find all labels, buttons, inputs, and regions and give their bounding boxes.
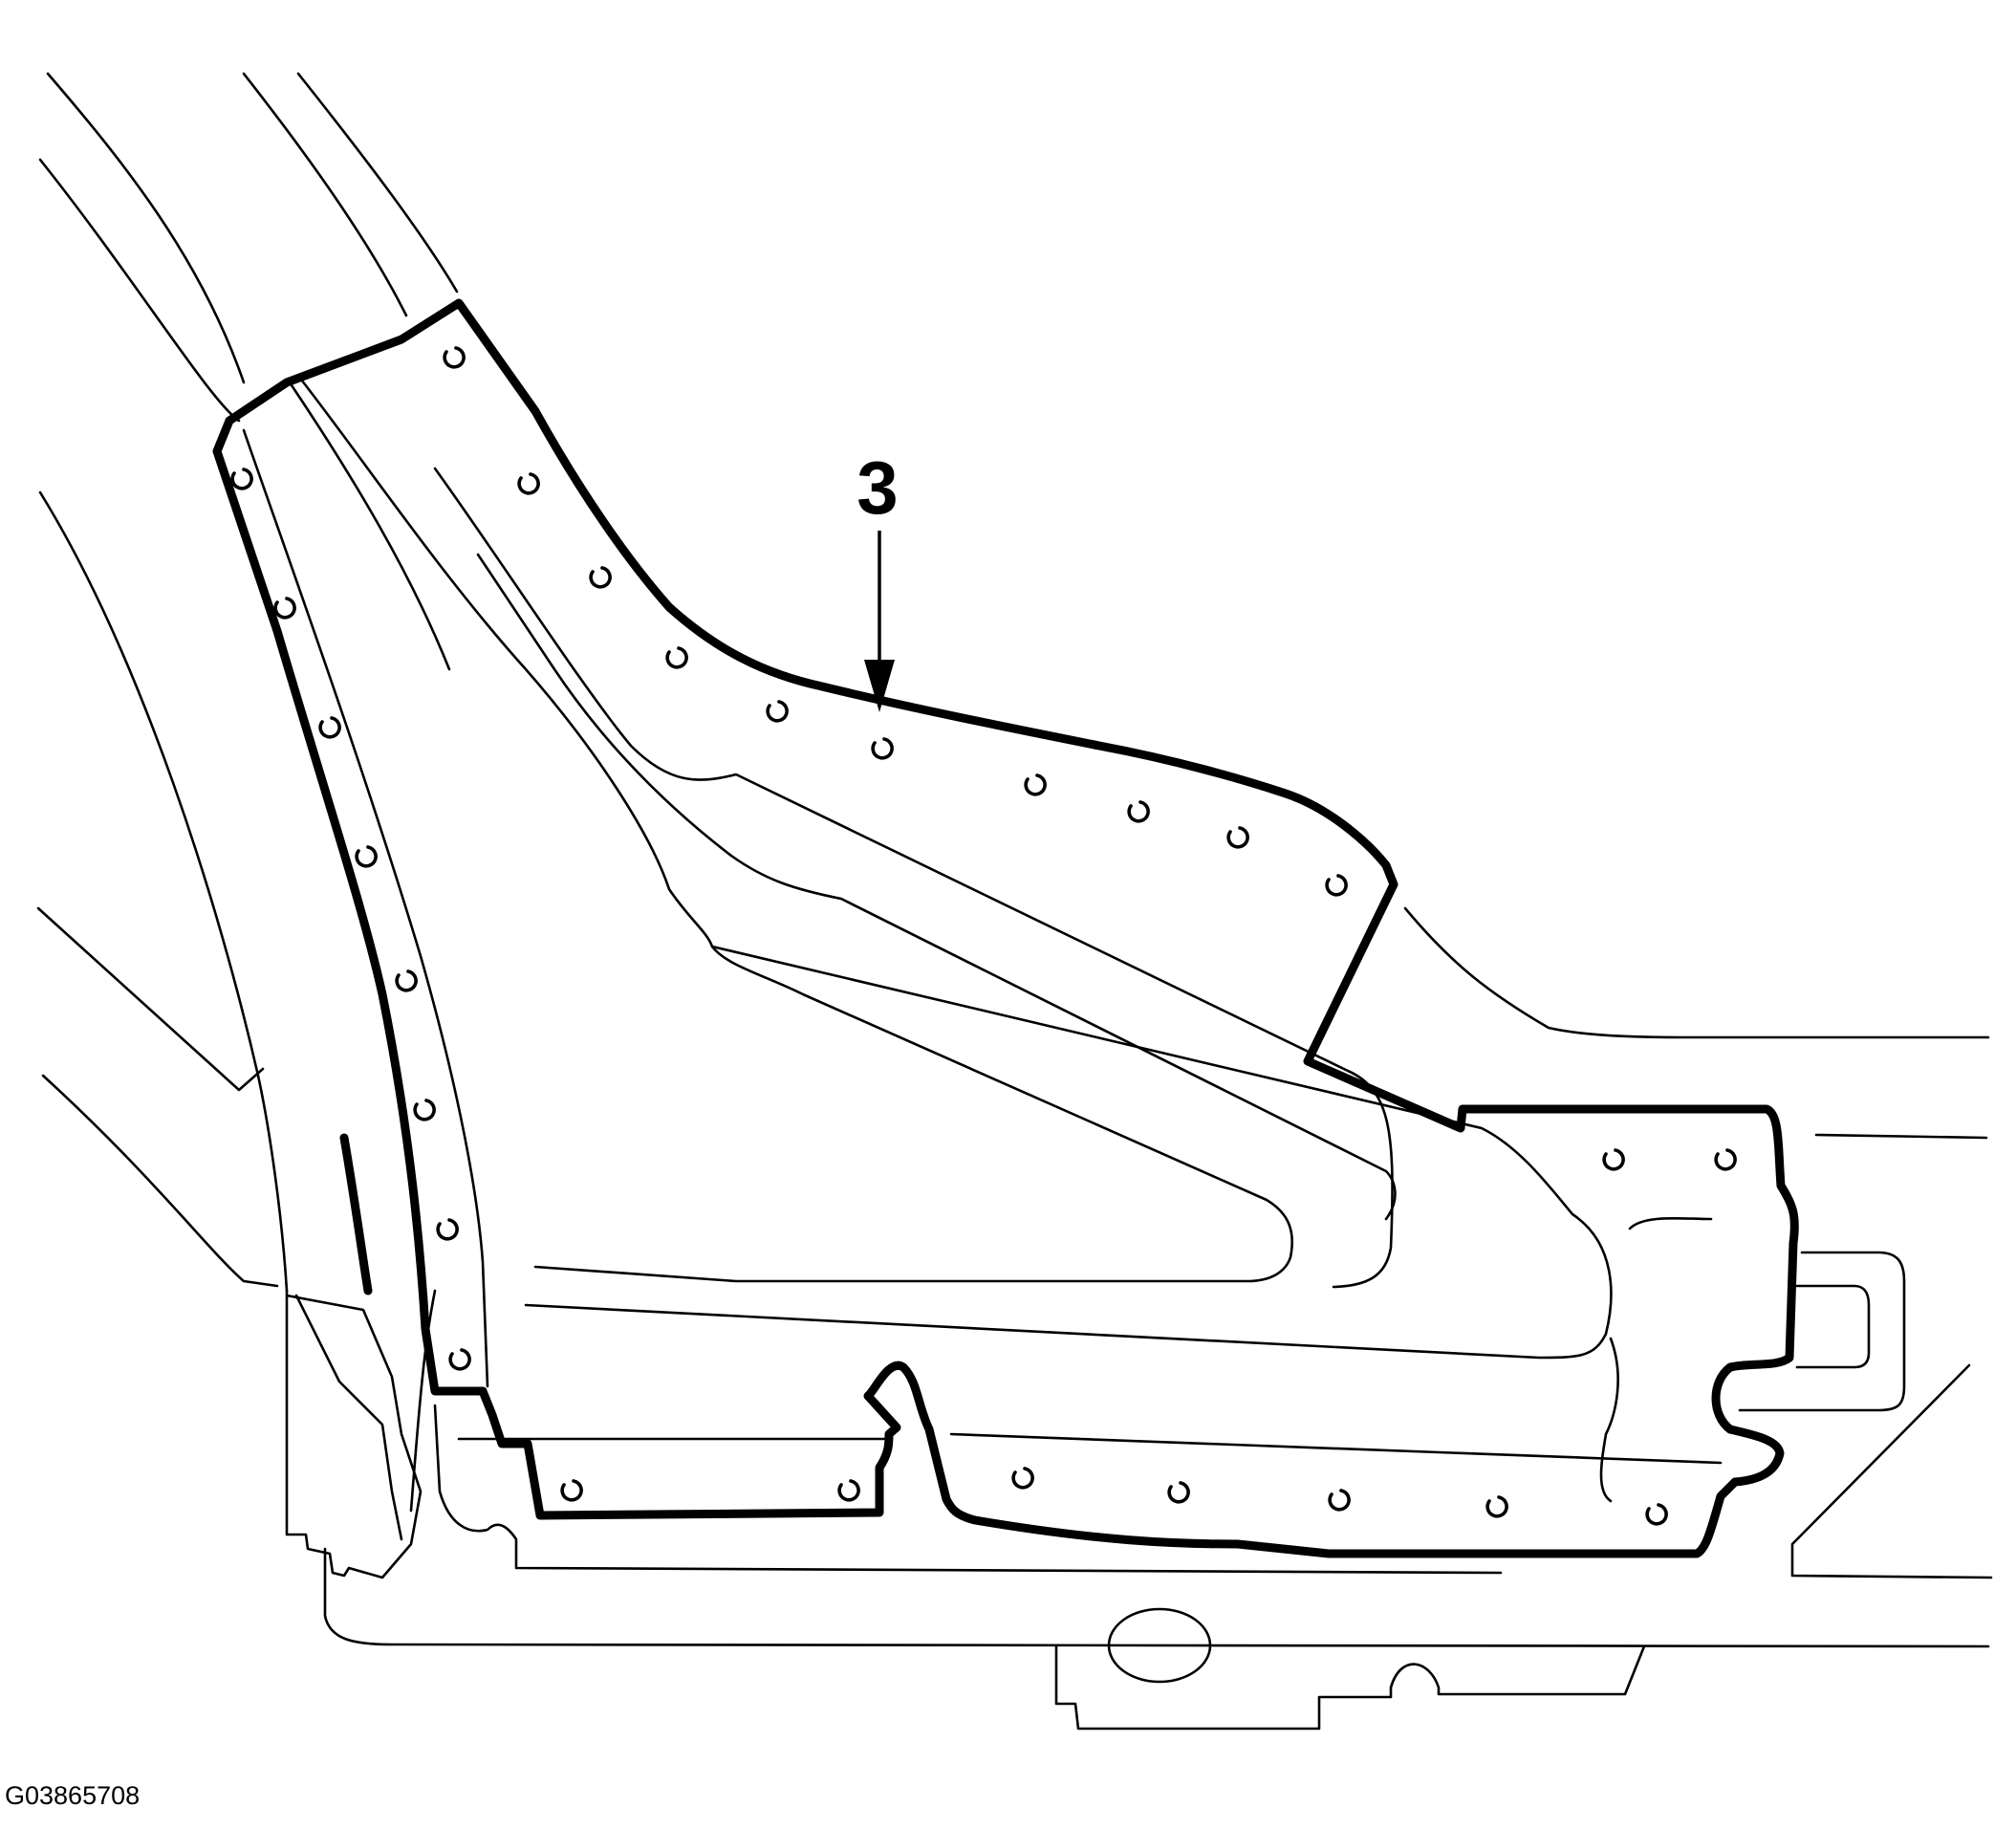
right-bracket-inner xyxy=(1795,1284,1871,1369)
section-cut-left-vertical xyxy=(339,1133,373,1296)
lower-post-line-3 xyxy=(409,1289,437,1513)
spot-weld-icon xyxy=(1714,1148,1737,1171)
inner-contour-6 xyxy=(1599,1337,1619,1503)
spot-weld-icon xyxy=(560,1479,583,1502)
spot-weld-icon xyxy=(1226,826,1249,849)
lower-post-line-1 xyxy=(285,1289,423,1579)
right-bracket-outer xyxy=(1738,1251,1906,1412)
spot-weld-icon xyxy=(318,716,341,739)
pillar-upper-inner xyxy=(290,383,451,671)
spot-weld-icon xyxy=(413,1099,436,1121)
outer-fender-line-2 xyxy=(41,1074,279,1288)
pillar-upper-line-2 xyxy=(296,72,459,294)
spot-weld-icon xyxy=(1011,1467,1034,1490)
spot-weld-icon xyxy=(1325,874,1348,897)
floor-diagonal xyxy=(1790,1363,1993,1579)
inner-contour-1 xyxy=(296,374,1294,1283)
outer-pillar-curve-1 xyxy=(46,72,246,384)
callout-arrow-head xyxy=(864,660,895,712)
outer-fender-line-1 xyxy=(36,906,265,1092)
body-structure-lines xyxy=(36,72,1993,1731)
pillar-upper-line-1 xyxy=(242,72,408,317)
outer-pillar-curve-2 xyxy=(38,158,241,423)
inner-contour-4 xyxy=(524,945,1613,1360)
section-cut-outline xyxy=(212,298,1799,1558)
spot-weld-icon xyxy=(589,566,612,589)
sill-inner-line xyxy=(433,1404,1503,1575)
section-outline xyxy=(212,298,1799,1558)
sill-right-top-line xyxy=(949,1432,1723,1465)
spot-weld-icon xyxy=(1024,773,1047,796)
floor-line-upper xyxy=(1403,906,1990,1039)
pillar-inner-edge xyxy=(242,428,489,1388)
inner-contour-5 xyxy=(1628,1216,1713,1230)
figure-id: G03865708 xyxy=(5,1781,140,1810)
spot-weld-icon xyxy=(448,1348,471,1371)
spot-weld-icon xyxy=(443,346,466,369)
spot-weld-icon xyxy=(837,1479,860,1502)
spot-weld-icon xyxy=(517,472,540,495)
inner-contour-3 xyxy=(476,553,1397,1221)
callout-label: 3 xyxy=(856,446,898,530)
spot-weld-icon xyxy=(1602,1148,1625,1171)
spot-weld-icon xyxy=(871,737,894,760)
lower-post-line-2 xyxy=(294,1294,403,1541)
callout-3: 3 xyxy=(856,446,899,712)
spot-weld-icon xyxy=(436,1218,459,1241)
spot-weld-icon xyxy=(665,646,688,669)
bottom-tab-outline xyxy=(1054,1644,1646,1731)
spot-weld-icon xyxy=(1645,1503,1668,1526)
spot-weld-icon xyxy=(395,969,418,992)
spot-weld-icon xyxy=(355,845,378,868)
jacking-hole xyxy=(1107,1607,1212,1684)
spot-weld-icon xyxy=(1167,1481,1190,1504)
spot-weld-icon xyxy=(1328,1489,1351,1512)
inner-contour-2 xyxy=(433,467,1394,1289)
spot-weld-icon xyxy=(230,468,253,490)
spot-weld-icon xyxy=(1127,800,1150,823)
rocker-bottom-line xyxy=(323,1547,1990,1648)
spot-welds xyxy=(230,346,1737,1526)
spot-weld-icon xyxy=(273,597,296,620)
floor-line-mid xyxy=(1814,1133,1988,1140)
outer-pillar-curve-3 xyxy=(38,490,289,1293)
spot-weld-icon xyxy=(1485,1495,1508,1518)
spot-weld-icon xyxy=(766,700,789,723)
